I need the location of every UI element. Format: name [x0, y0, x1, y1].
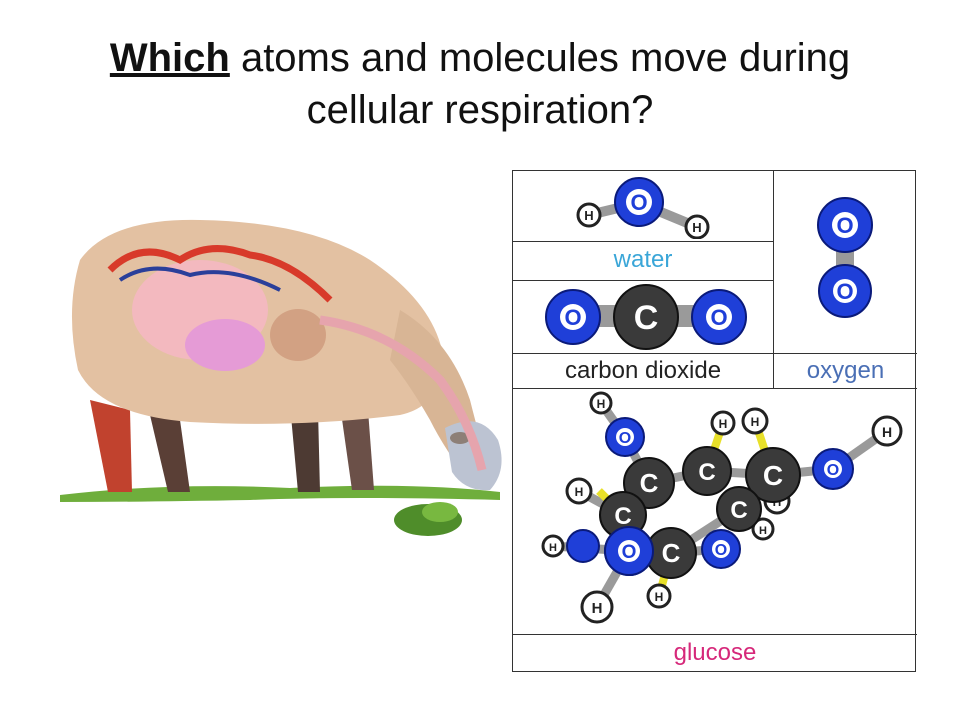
- svg-text:C: C: [662, 538, 681, 568]
- svg-text:C: C: [730, 497, 747, 524]
- glucose-molecule: H H H H H H H H H H O O: [541, 391, 903, 624]
- carbon-atom: [613, 284, 679, 350]
- title-rest: atoms and molecules move during: [229, 36, 851, 80]
- cow-anatomy-illustration: [60, 219, 502, 536]
- cow-vein: [118, 266, 281, 292]
- svg-text:H: H: [597, 397, 606, 411]
- oxygen-letter: O: [836, 279, 853, 304]
- cow-intestine: [185, 319, 265, 371]
- title-emphasis: Which: [109, 36, 230, 80]
- slide-title: Which atoms and molecules move during ce…: [0, 32, 960, 136]
- svg-text:H: H: [719, 417, 728, 431]
- title-line-2: cellular respiration?: [306, 88, 654, 132]
- water-label: water: [613, 246, 673, 273]
- cow-hind-leg-right: [340, 405, 374, 490]
- molecule-table: H O H water O C O carbon dioxide O O oxy…: [512, 170, 917, 672]
- grid-divider: [513, 241, 774, 242]
- grid-divider: [513, 280, 774, 281]
- svg-text:H: H: [592, 600, 603, 617]
- oxygen-molecule: O O: [817, 197, 873, 318]
- svg-text:C: C: [763, 460, 783, 491]
- svg-text:O: O: [827, 462, 839, 479]
- oxygen-letter: O: [622, 542, 637, 563]
- hydrogen-atom: [684, 214, 710, 239]
- cow-artery: [107, 245, 333, 303]
- carbon-letter: C: [634, 299, 659, 337]
- svg-text:H: H: [759, 525, 767, 537]
- carbon-atoms: C C C C C C: [599, 446, 801, 579]
- svg-text:C: C: [614, 503, 631, 530]
- grid-divider: [513, 353, 917, 354]
- svg-text:H: H: [575, 485, 584, 499]
- svg-text:O: O: [715, 542, 727, 559]
- carbon-dioxide-label: carbon dioxide: [564, 357, 722, 384]
- hydrogen-letter: H: [692, 220, 701, 235]
- svg-text:H: H: [882, 424, 892, 440]
- cow-front-leg-left: [90, 400, 132, 492]
- oxygen-label: oxygen: [806, 357, 885, 384]
- oxygen-letter: O: [710, 305, 727, 330]
- oxygen-letter: O: [630, 190, 647, 215]
- svg-text:C: C: [698, 459, 715, 486]
- cow-heart: [270, 309, 326, 361]
- grid-divider: [513, 634, 917, 635]
- cow-hind-leg-left: [290, 405, 320, 492]
- glucose-label: glucose: [673, 639, 757, 666]
- svg-text:H: H: [549, 542, 557, 554]
- svg-text:C: C: [640, 468, 659, 498]
- svg-text:O: O: [619, 430, 631, 447]
- svg-text:H: H: [655, 590, 664, 604]
- svg-text:H: H: [751, 415, 760, 429]
- cow-ear: [450, 432, 470, 444]
- hydrogen-letter: H: [584, 208, 593, 223]
- cow-front-leg-right: [150, 415, 190, 492]
- oxygen-letter: O: [836, 213, 853, 238]
- cow-esophagus: [319, 315, 487, 472]
- oxygen-letter: O: [564, 305, 581, 330]
- hydrogen-atom: [576, 202, 602, 228]
- grid-divider: [513, 388, 917, 389]
- grid-divider-vertical: [773, 171, 774, 388]
- water-molecule: H O H: [576, 177, 710, 239]
- carbon-dioxide-molecule: O C O: [545, 284, 747, 350]
- title-line-1: Which atoms and molecules move during: [0, 32, 960, 84]
